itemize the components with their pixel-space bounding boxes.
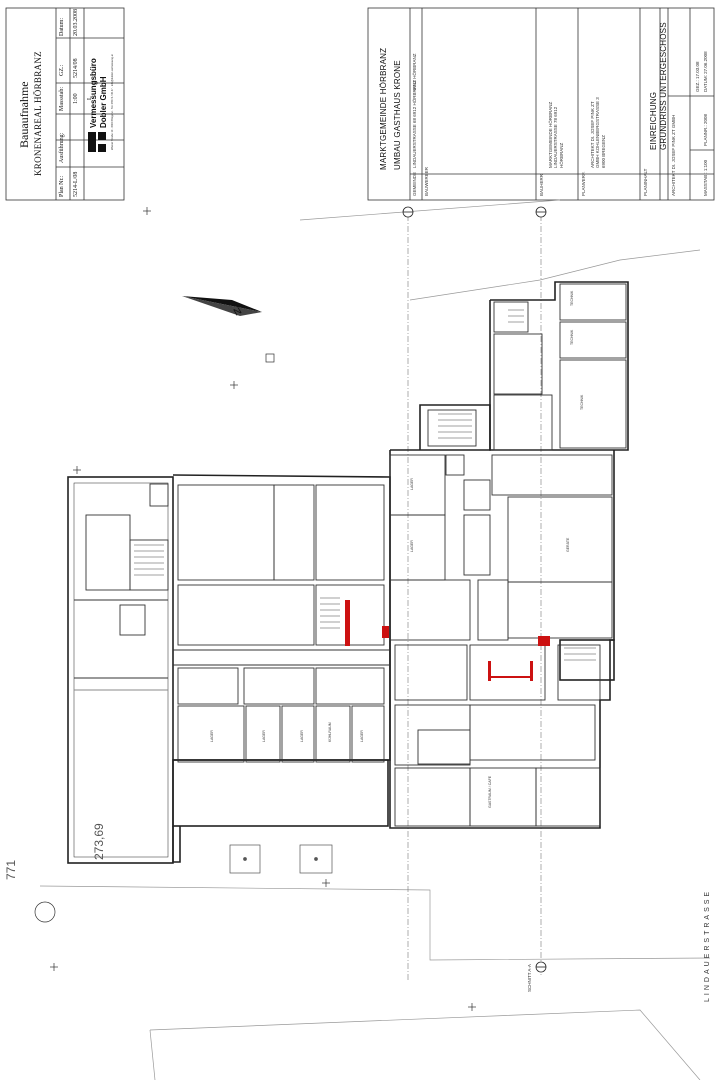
- room-label: GERÄTE: [566, 537, 570, 552]
- handwritten-note-2: 273,69: [92, 823, 106, 860]
- svg-text:N: N: [232, 305, 244, 318]
- surveyor-company-address: Wiener Straße 10 · 6900 Bregenz · Tel. 0…: [111, 54, 114, 150]
- title-plan-name: GRUNDRISS UNTERGESCHOSS: [659, 22, 668, 150]
- room-label: TECHNIK: [580, 394, 584, 410]
- room-label: LAGER: [410, 540, 414, 552]
- title-footer-right2: GEZ.: 17.03.08: [695, 61, 700, 92]
- planters: [229, 844, 333, 874]
- surveyor-logo-icon: [88, 132, 106, 152]
- surveyor-value-datum: 20.03.2008: [73, 9, 79, 36]
- surveyor-header-datum: Datum:: [59, 18, 65, 36]
- title-footer-right1: DATUM: 27.06.2008: [703, 51, 708, 92]
- surveyor-value-gz: 5214/08: [73, 58, 79, 78]
- room-label: LAGER: [360, 730, 364, 742]
- title-row1-value2: 6912 HÖRBRANZ: [412, 53, 417, 90]
- surveyor-title: Bauaufnahme: [17, 81, 31, 148]
- surveyor-value-plan: 5214-L/08: [73, 171, 79, 197]
- surveyor-header-ausfuehrung: Ausführung:: [59, 132, 65, 163]
- handwritten-note-1: 771: [4, 859, 18, 880]
- room-label: LAGER: [210, 730, 214, 742]
- title-footer-left1: ARCHITEKT DI. JOSEF PINK ZT GMBH: [671, 114, 676, 196]
- building-walls: [67, 281, 629, 864]
- room-label: GASTRAUM / CAFE: [488, 775, 492, 808]
- title-client: MARKTGEMEINDE HÖRBRANZ: [379, 47, 388, 170]
- room-label: LAGER: [262, 730, 266, 742]
- surveyor-company-line2: Dobler GmbH: [99, 76, 108, 128]
- highlighted-walls: [345, 600, 550, 681]
- stair-icon: [134, 309, 596, 661]
- section-axes: [407, 215, 542, 980]
- section-label: SCHNITT A-A: [527, 964, 532, 992]
- room-label: LAGER: [300, 730, 304, 742]
- title-footer-mid: PLANNR.: 2008: [703, 113, 708, 146]
- room-label: LAGER: [410, 478, 414, 490]
- title-planart: EINREICHUNG: [649, 91, 658, 150]
- surveyor-company-line1: Vermessungsbüro: [89, 58, 98, 128]
- surveyor-header-plan: Plan Nr.:: [59, 175, 65, 197]
- room-label: TECHNIK: [570, 329, 574, 345]
- title-footer-left2: MASSTAB : 1:100: [703, 159, 708, 196]
- title-planer-label: PLANVERF.: [581, 171, 586, 196]
- north-arrow-icon: N: [182, 296, 262, 319]
- street-name: LINDAUERSTRASSE: [704, 888, 711, 1002]
- title-bauherr-text: MARKTGEMEINDE HÖRBRANZ LINDAUERSTRASSE 7…: [548, 101, 564, 168]
- title-row1-label: GEMEINDE: [412, 171, 417, 196]
- surveyor-header-massstab: Massstab:: [59, 87, 65, 111]
- surveyor-value-massstab: 1:00: [73, 93, 79, 104]
- title-planart-label: PLANINHALT: [643, 168, 648, 196]
- room-label: TECHNIK: [570, 290, 574, 306]
- interior-walls: [74, 283, 627, 827]
- title-row1-value1: LINDAUERSTRASSE 68 6912 HÖRBRANZ: [412, 80, 417, 168]
- title-planer-text: ARCHITEKT DI. JOSEF PINK ZT GMBH KOHLENB…: [590, 97, 606, 168]
- section-marker-icon: [402, 206, 547, 973]
- site-boundary: [39, 199, 711, 1080]
- room-label: KÜHLRAUM: [328, 722, 332, 742]
- title-block-frame: [367, 7, 715, 201]
- surveyor-block-frame: [5, 7, 125, 201]
- title-bauherr-label: BAUHERR: [539, 173, 544, 196]
- title-row2-label: BAUWERBER: [424, 166, 429, 196]
- title-project: UMBAU GASTHAUS KRONE: [393, 60, 402, 170]
- surveyor-header-gz: GZ.:: [59, 64, 65, 76]
- surveyor-subtitle: KRONENAREAL HÖRBRANZ: [33, 51, 43, 176]
- survey-cross-icon: [34, 207, 476, 1011]
